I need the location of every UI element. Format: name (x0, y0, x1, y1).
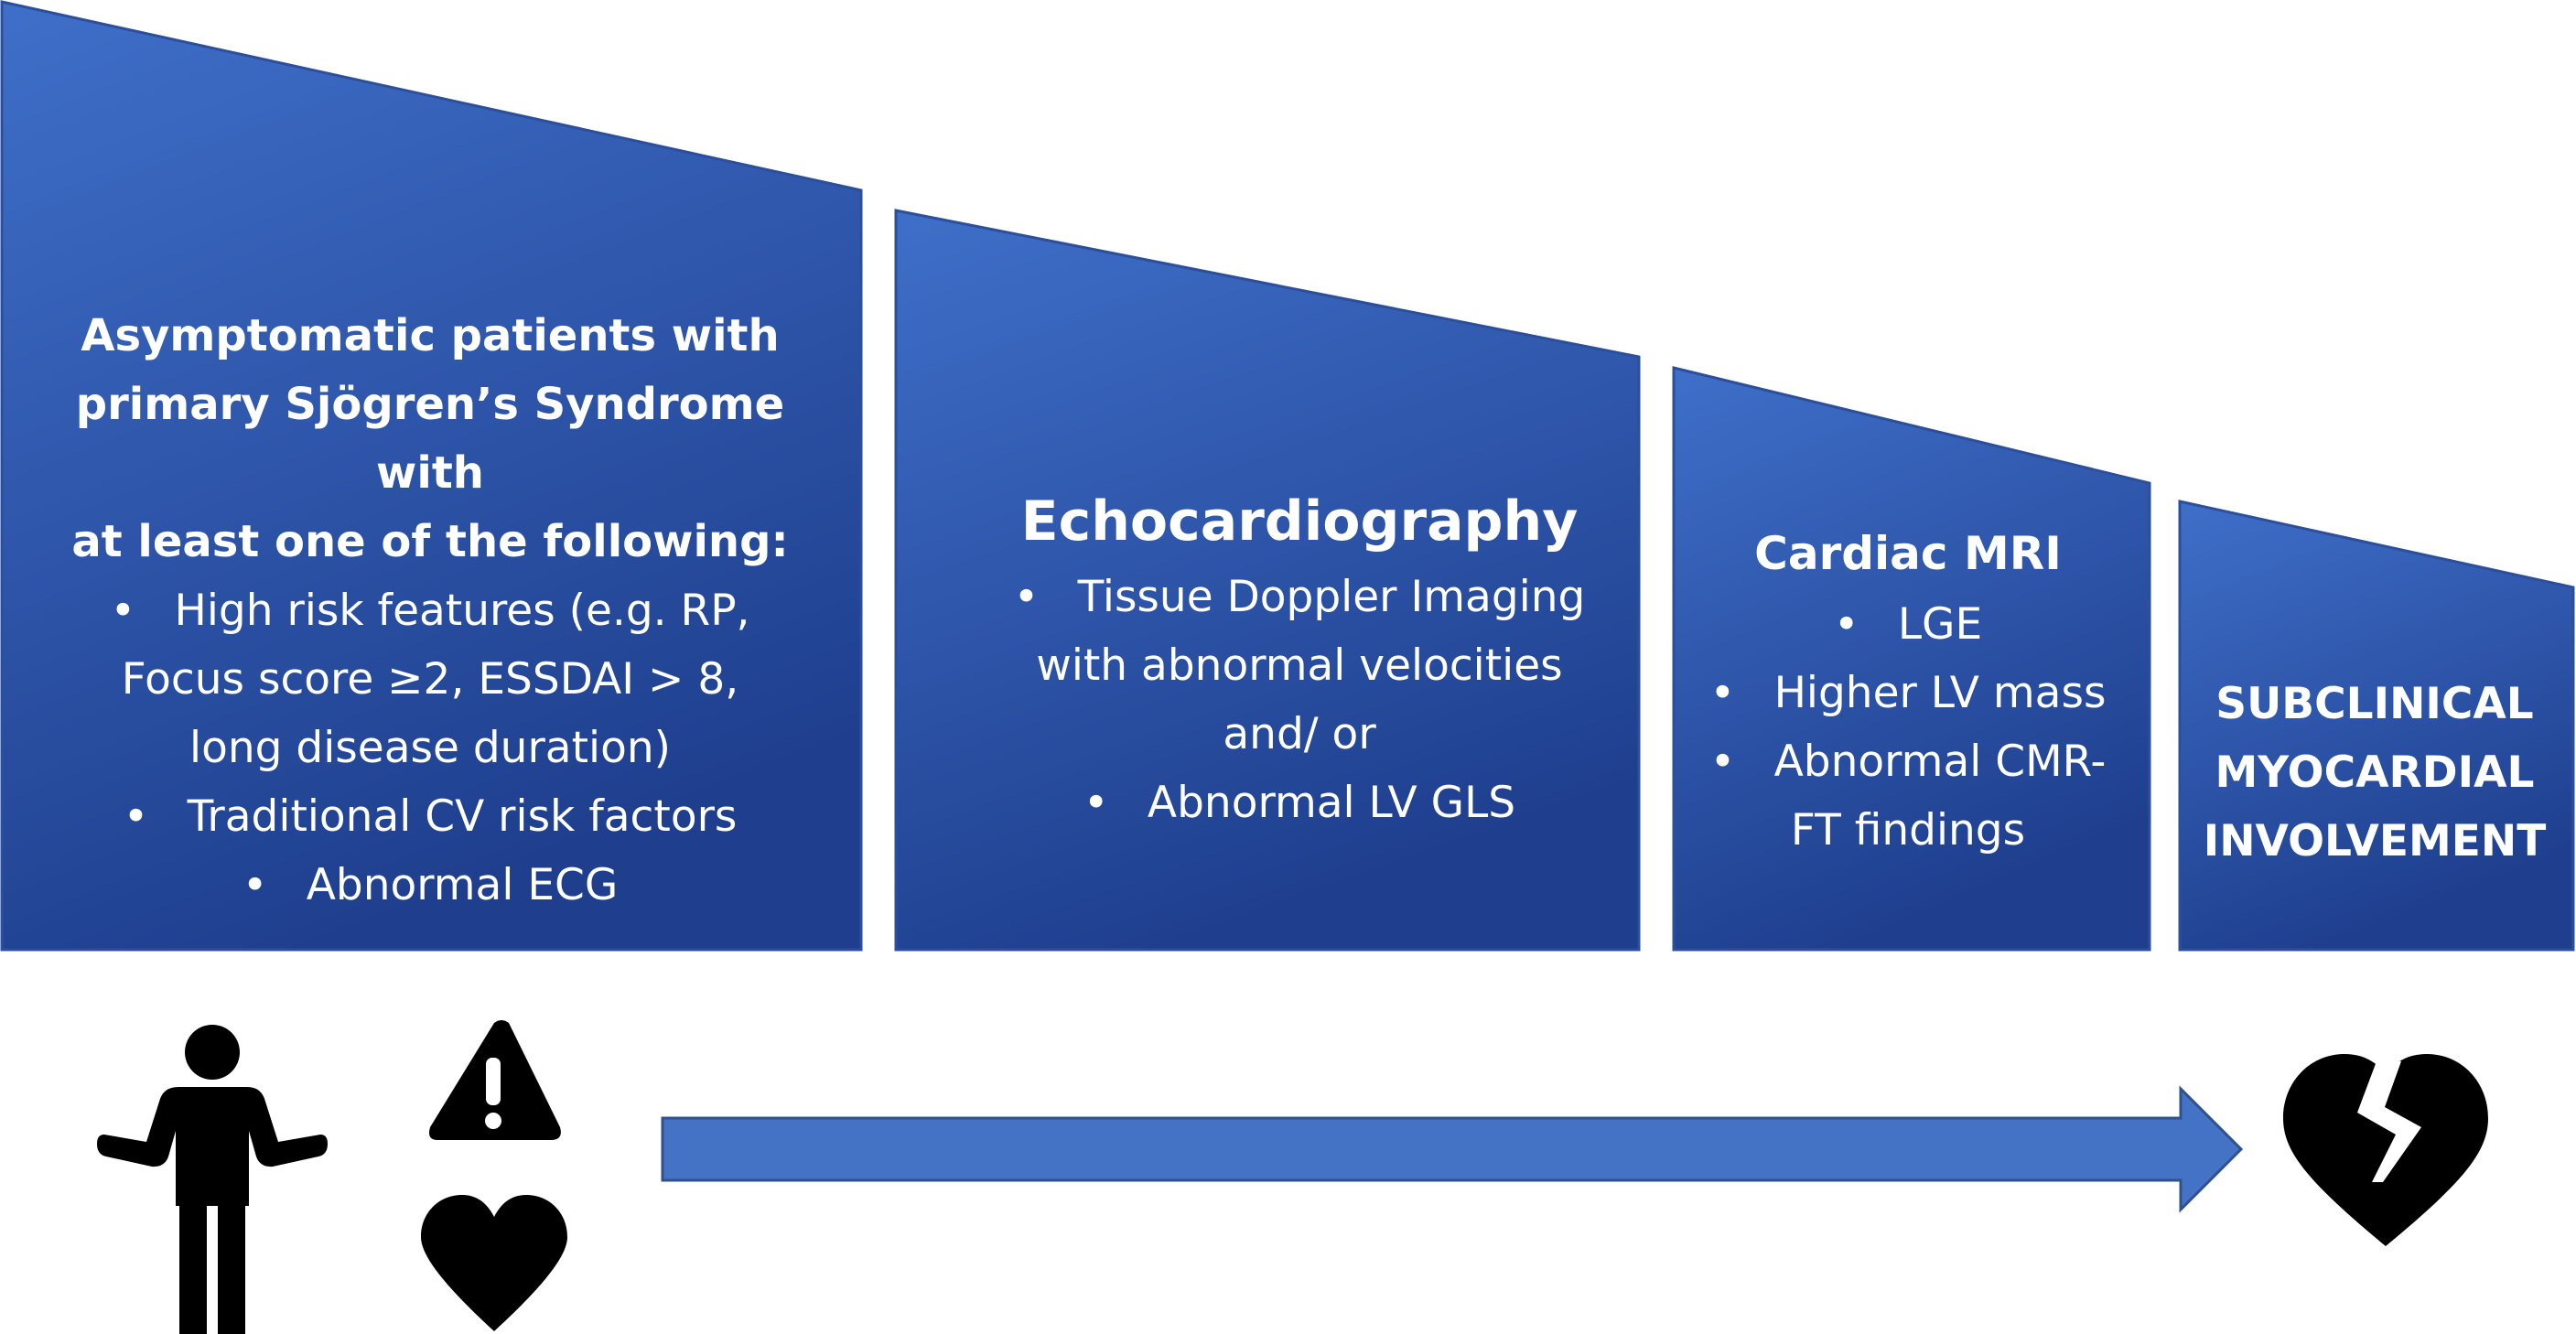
panel-2-content: Echocardiography • Tissue Doppler Imaging… (915, 480, 1684, 837)
bullet-marker: • (1833, 599, 1859, 650)
bullet-line: with abnormal velocities (1036, 640, 1563, 691)
bullet-line: and/ or (1223, 709, 1376, 759)
bullet-marker: • (242, 860, 268, 910)
bullet-marker: • (123, 791, 149, 842)
bullet-marker: • (110, 586, 136, 636)
bullet-marker: • (1083, 778, 1109, 828)
panel-1-content: Asymptomatic patients with primary Sjögr… (18, 302, 842, 920)
bullet-line: Abnormal CMR- (1773, 737, 2107, 787)
panel-1-bullet-item: • Traditional CV risk factors (18, 782, 842, 851)
broken-heart-icon (2283, 1054, 2488, 1246)
bullet-marker: • (1709, 737, 1736, 787)
bullet-line: Abnormal LV GLS (1147, 778, 1516, 828)
bullet-marker: • (1013, 572, 1040, 622)
panel-4-content: SUBCLINICAL MYOCARDIAL INVOLVEMENT (2183, 670, 2567, 876)
bullet-marker: • (1709, 668, 1736, 718)
panel-4-heading-line: INVOLVEMENT (2203, 816, 2547, 866)
person-shrug-icon (97, 1025, 328, 1334)
panel-1-heading: Asymptomatic patients with primary Sjögr… (18, 302, 842, 576)
panel-3-bullet-item: • LGE (1684, 590, 2132, 659)
bullet-line: FT findings (1790, 805, 2026, 855)
panel-2-bullet-list: • Tissue Doppler Imaging with abnormal ve… (915, 563, 1684, 837)
panel-3-bullet-item: • Higher LV mass (1684, 659, 2132, 727)
panel-3-content: Cardiac MRI • LGE • Higher LV mass • Abnorm… (1684, 517, 2132, 865)
panel-3-heading-line: Cardiac MRI (1754, 527, 2062, 580)
panel-1-shape (0, 0, 863, 952)
bullet-line: Focus score ≥2, ESSDAI > 8, (121, 654, 739, 705)
panel-2-bullet-item: • Tissue Doppler Imaging with abnormal ve… (915, 563, 1684, 769)
panel-3-bullet-item: • Abnormal CMR- FT findings (1684, 727, 2132, 865)
panel-2-shape (894, 209, 1641, 952)
bullet-line: Tissue Doppler Imaging (1077, 572, 1586, 622)
panel-1-heading-line: at least one of the following: (71, 516, 789, 567)
heart-icon (421, 1195, 567, 1331)
panel-1-bullet-item: • High risk features (e.g. RP, Focus scor… (18, 576, 842, 782)
panel-1-heading-line: Asymptomatic patients with (81, 310, 780, 361)
progress-arrow-icon (661, 1085, 2244, 1213)
panel-2-heading: Echocardiography (915, 480, 1684, 563)
panel-3-heading: Cardiac MRI (1684, 517, 2132, 590)
bullet-line: LGE (1897, 599, 1983, 650)
warning-icon (429, 1020, 561, 1140)
panel-1-bullet-item: • Abnormal ECG (18, 851, 842, 920)
panel-4-shape (2178, 500, 2575, 952)
panel-1-heading-line: primary Sjögren’s Syndrome with (75, 379, 785, 499)
bullet-line: Traditional CV risk factors (187, 791, 738, 842)
bullet-line: High risk features (e.g. RP, (174, 586, 750, 636)
panel-2-heading-line: Echocardiography (1020, 489, 1579, 554)
panel-4-heading-line: SUBCLINICAL (2215, 679, 2534, 729)
panel-3-shape (1672, 366, 2151, 952)
bullet-line: Abnormal ECG (306, 860, 619, 910)
panel-4-heading-line: MYOCARDIAL (2215, 748, 2535, 798)
bullet-line: Higher LV mass (1773, 668, 2107, 718)
panel-1-bullet-list: • High risk features (e.g. RP, Focus scor… (18, 576, 842, 920)
bullet-line: long disease duration) (189, 723, 671, 773)
panel-2-bullet-item: • Abnormal LV GLS (915, 769, 1684, 837)
panel-3-bullet-list: • LGE • Higher LV mass • Abnormal CMR- FT f… (1684, 590, 2132, 865)
